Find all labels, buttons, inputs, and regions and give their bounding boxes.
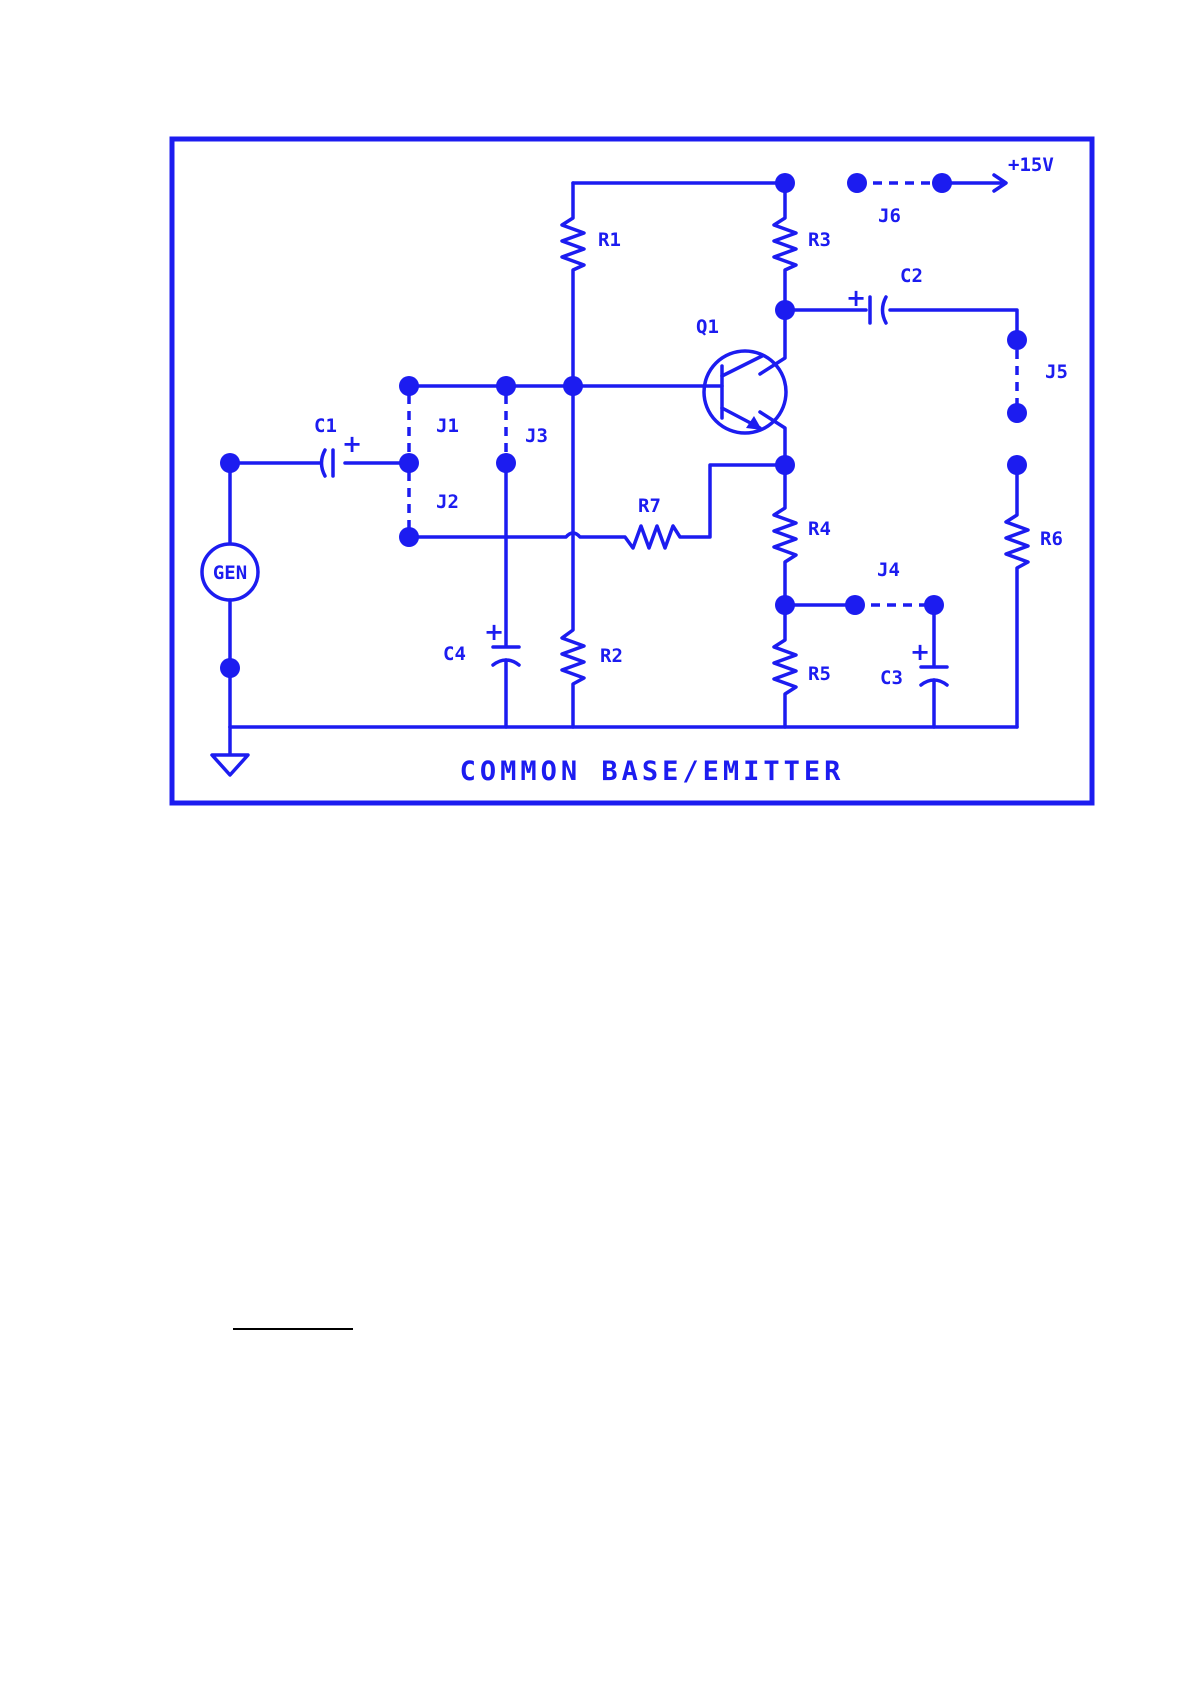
label-r7: R7 xyxy=(638,495,661,517)
label-r5: R5 xyxy=(808,663,831,685)
label-c3: C3 xyxy=(880,667,903,689)
polarity-c3: + xyxy=(910,638,930,666)
label-c1: C1 xyxy=(314,415,337,437)
supply-label: +15V xyxy=(1008,154,1054,176)
transistor-q1-symbol xyxy=(704,351,786,433)
label-r3: R3 xyxy=(808,229,831,251)
label-j6: J6 xyxy=(878,205,901,227)
wire-emitter-r7 xyxy=(409,465,785,548)
polarity-c2: + xyxy=(846,284,866,312)
wire-r3 xyxy=(774,183,796,310)
label-j5: J5 xyxy=(1045,361,1068,383)
ground-symbol xyxy=(212,727,248,775)
label-q1: Q1 xyxy=(696,316,719,338)
diagram-title: COMMON BASE/EMITTER xyxy=(460,756,845,787)
label-c4: C4 xyxy=(443,643,466,665)
label-j4: J4 xyxy=(877,559,900,581)
capacitor-c2-symbol xyxy=(870,297,886,323)
label-r6: R6 xyxy=(1040,528,1063,550)
label-r2: R2 xyxy=(600,645,623,667)
wire-r6 xyxy=(1006,465,1028,727)
label-j1: J1 xyxy=(436,415,459,437)
label-j2: J2 xyxy=(436,491,459,513)
junction-nodes xyxy=(220,173,1027,678)
label-gen: GEN xyxy=(213,562,247,584)
label-c2: C2 xyxy=(900,265,923,287)
polarity-c1: + xyxy=(342,430,362,458)
wire-c2 xyxy=(785,310,1017,340)
wire-collector xyxy=(760,310,785,374)
capacitor-c1-symbol xyxy=(322,450,334,476)
polarity-c4: + xyxy=(484,618,504,646)
label-r4: R4 xyxy=(808,518,831,540)
label-j3: J3 xyxy=(525,425,548,447)
label-r1: R1 xyxy=(598,229,621,251)
schematic-border xyxy=(172,139,1092,803)
underline-rule xyxy=(233,1328,353,1330)
wire-r1 xyxy=(562,183,584,727)
